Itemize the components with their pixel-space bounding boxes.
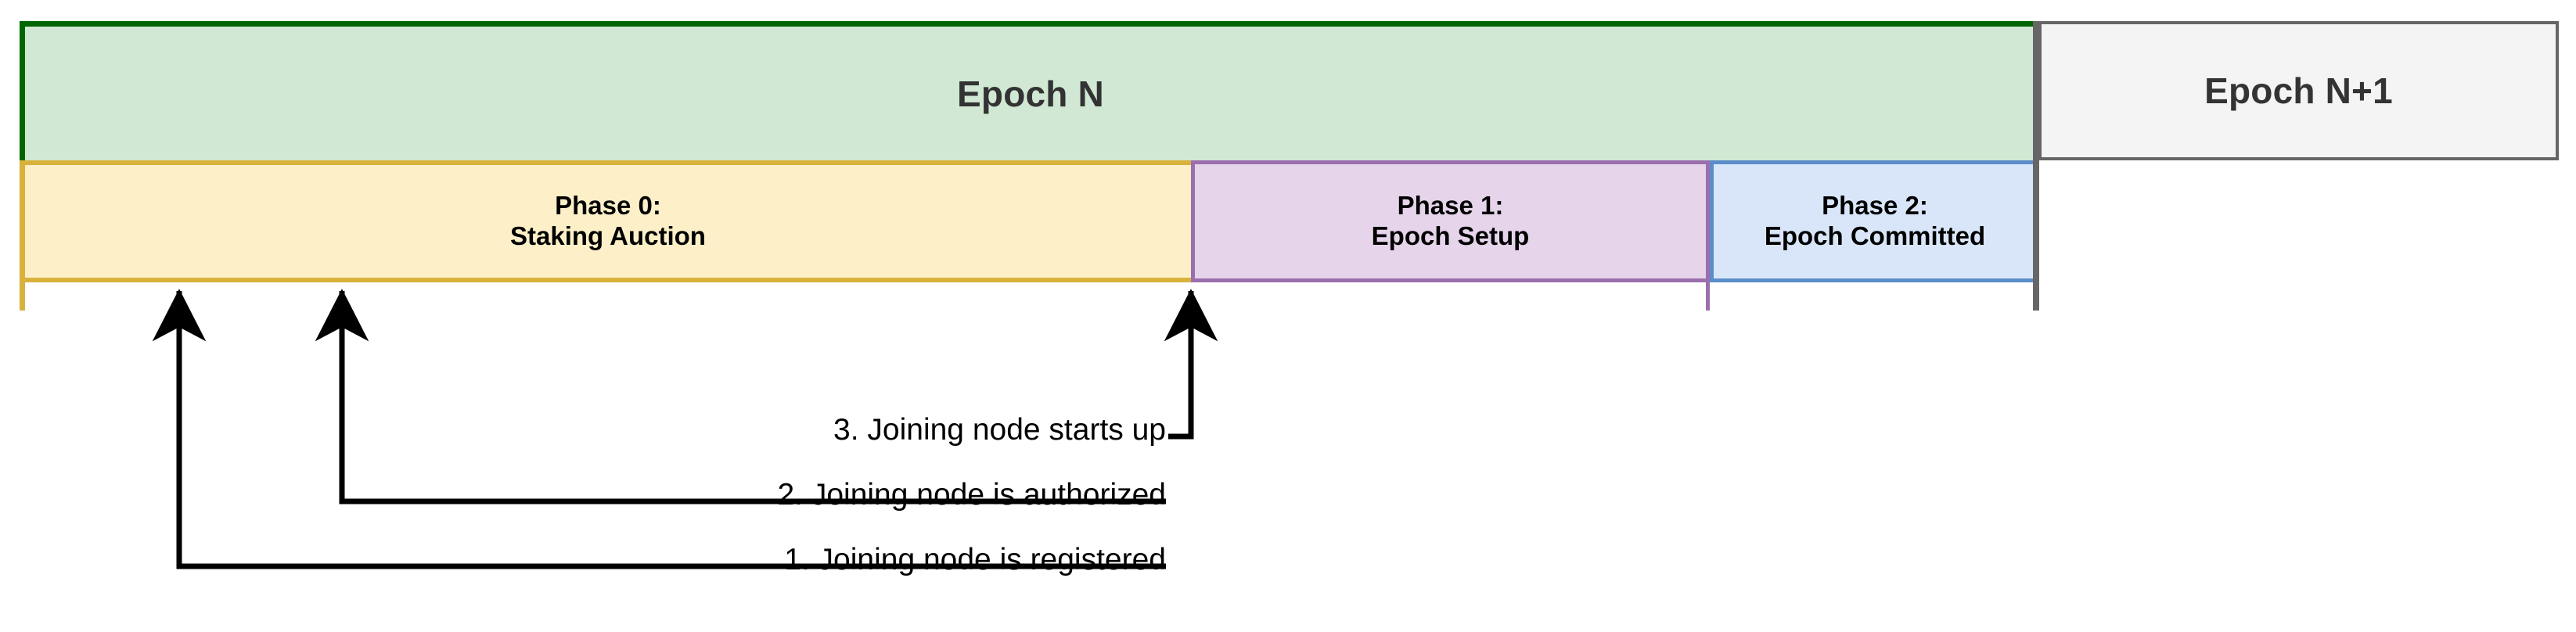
phase-0-subtitle: Staking Auction [510, 221, 706, 250]
phase-2-title: Phase 2: [1822, 191, 1928, 221]
annotation-label-1: 1. Joining node is registered [784, 543, 1166, 576]
epoch-n-plus-1-label: Epoch N+1 [2204, 70, 2393, 111]
leader-line-2 [315, 289, 1166, 505]
phase-2-subtitle: Epoch Committed [1764, 221, 1986, 250]
annotation-label-3: 3. Joining node starts up [833, 413, 1166, 447]
leader-line-3 [1164, 289, 1218, 440]
phase-1-right-tail [1706, 282, 1710, 311]
phase-1-box: Phase 1: Epoch Setup [1191, 160, 1710, 282]
epoch-divider [2033, 21, 2039, 311]
epoch-n-plus-1-box: Epoch N+1 [2038, 21, 2559, 160]
phase-0-title: Phase 0: [555, 191, 661, 221]
epoch-n-label: Epoch N [957, 73, 1104, 114]
annotation-label-2: 2. Joining node is authorized [777, 478, 1166, 512]
phase-0-left-tail [20, 282, 25, 311]
phase-2-box: Phase 2: Epoch Committed [1710, 160, 2036, 282]
phase-0-box: Phase 0: Staking Auction [20, 160, 1191, 282]
epoch-n-box: Epoch N [20, 21, 2036, 160]
phase-1-subtitle: Epoch Setup [1371, 221, 1530, 250]
phase-1-title: Phase 1: [1397, 191, 1504, 221]
leader-line-1 [152, 289, 1166, 569]
